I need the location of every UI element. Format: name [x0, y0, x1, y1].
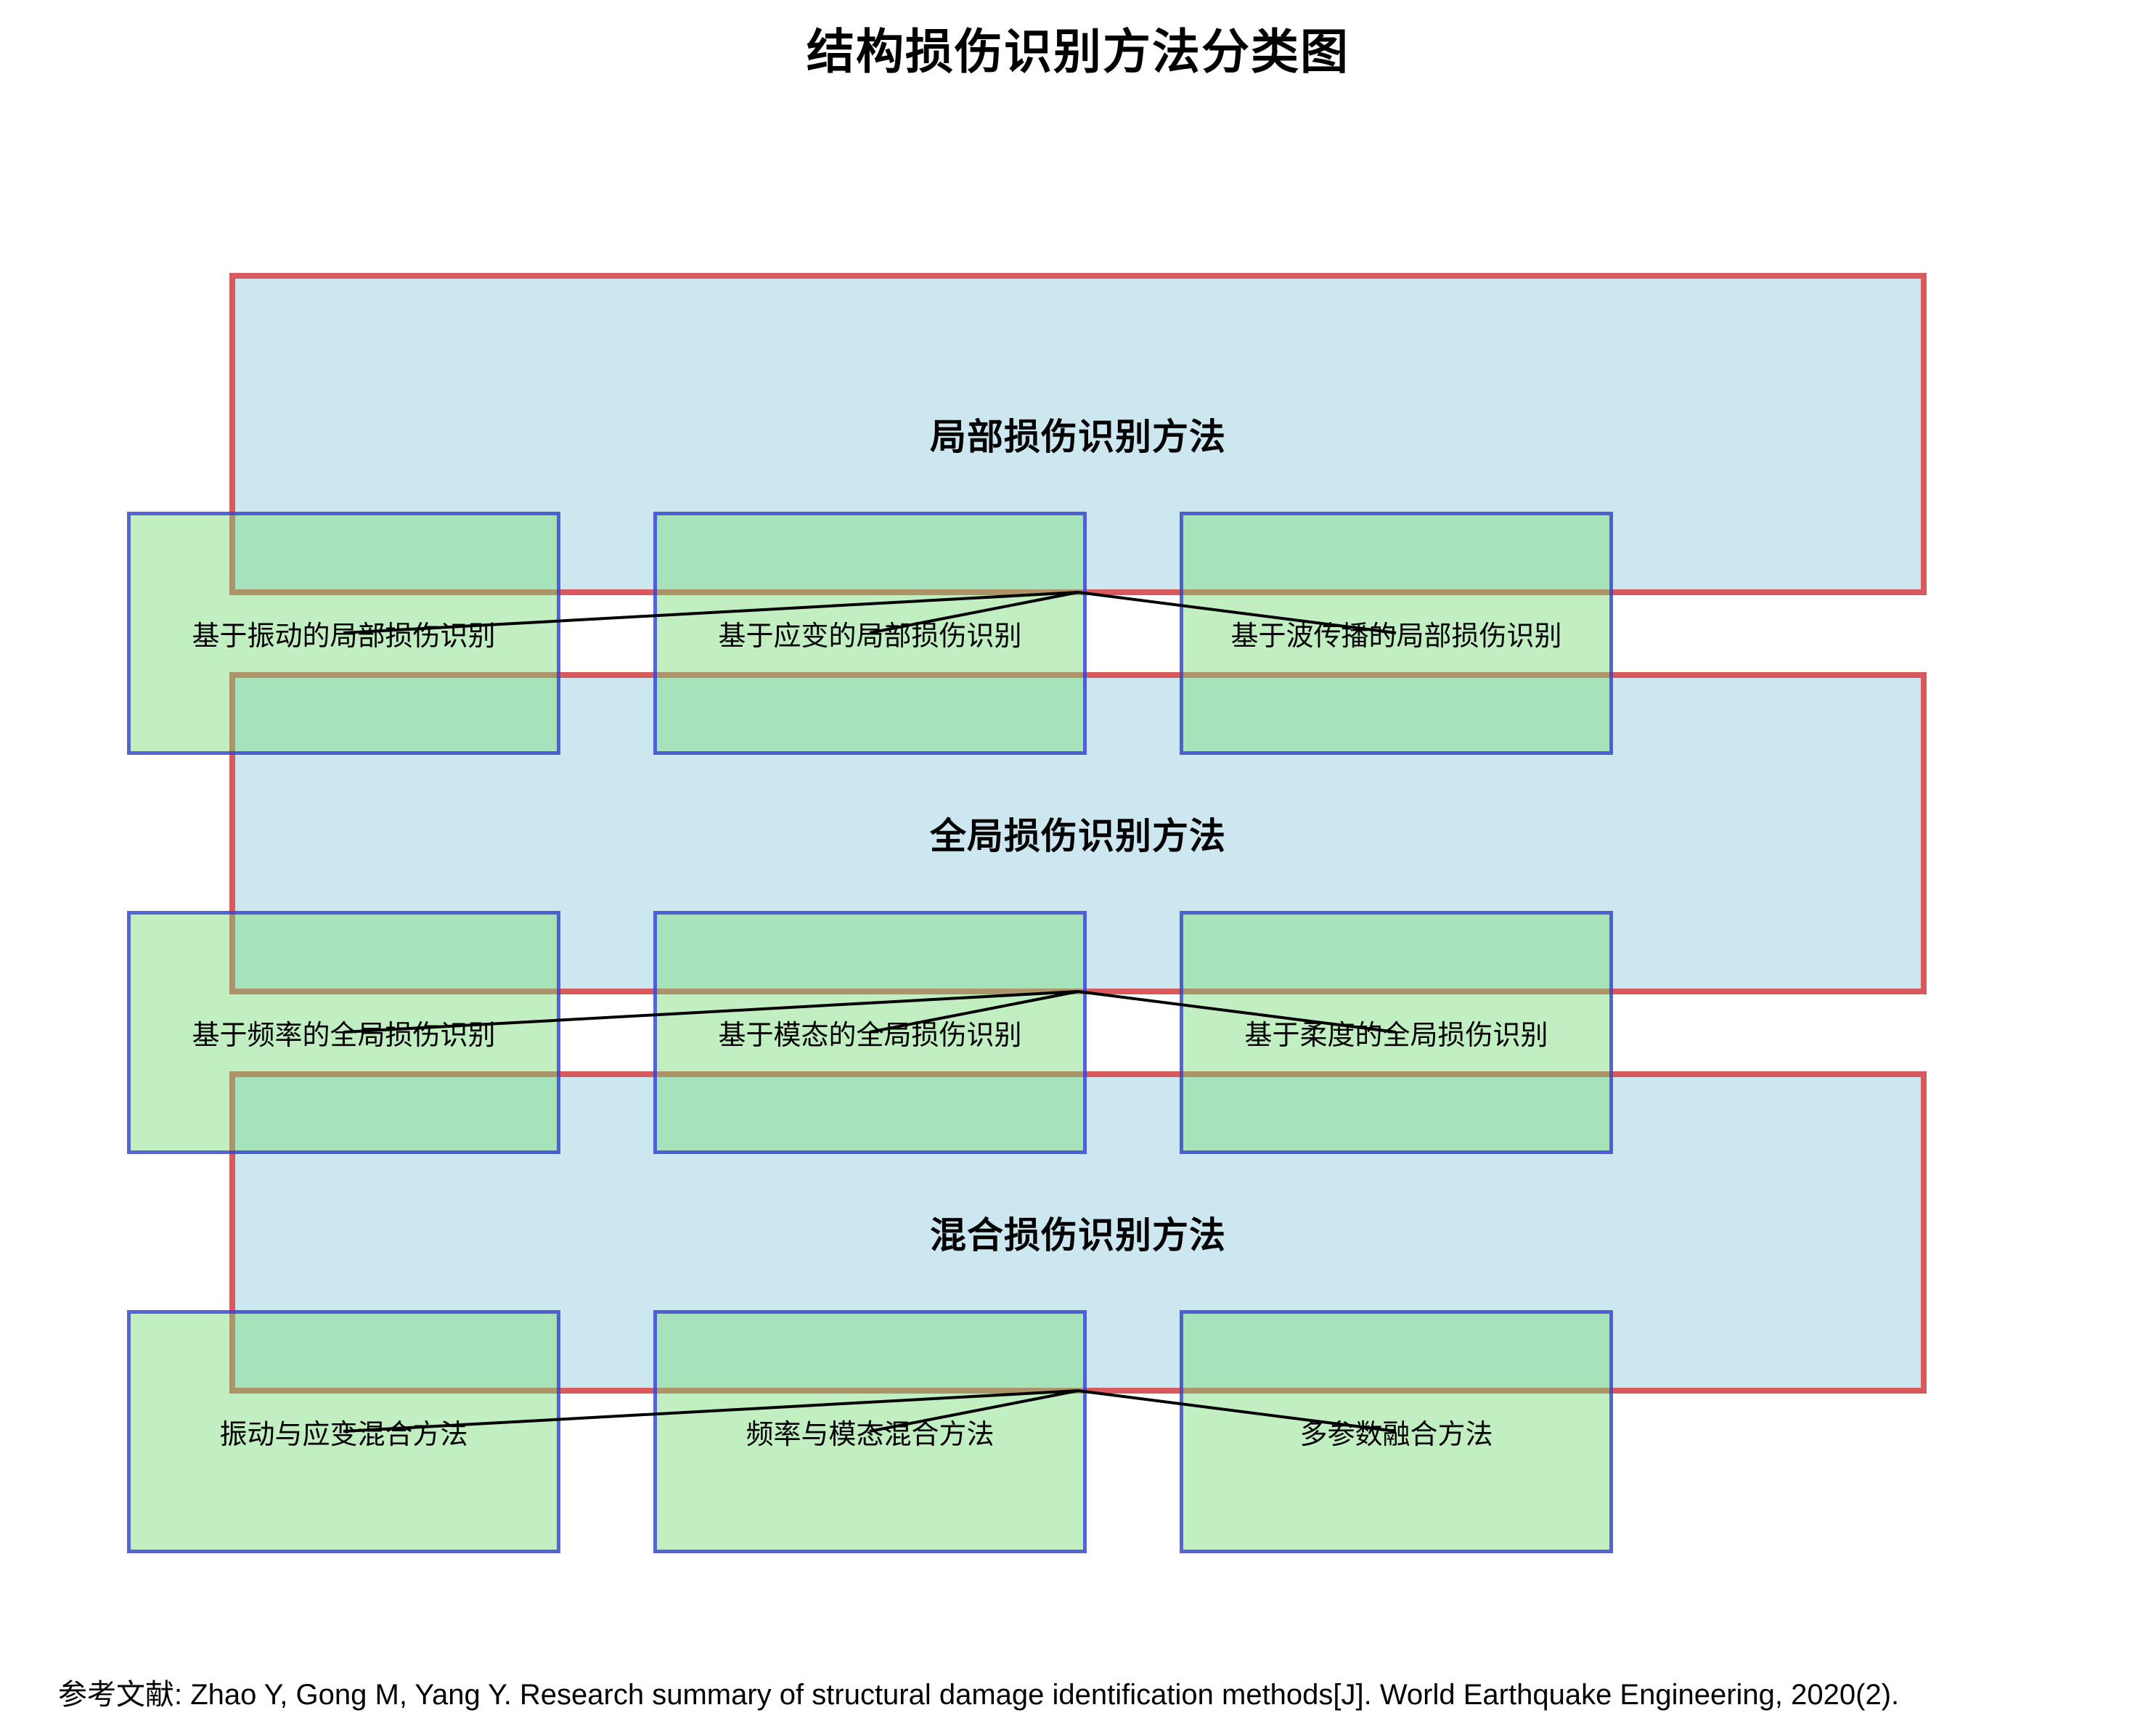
method-label: 基于波传播的局部损伤识别: [1230, 621, 1562, 652]
method-label: 基于频率的全局损伤识别: [192, 1021, 496, 1051]
method-box: 基于波传播的局部损伤识别: [1180, 512, 1613, 755]
method-box: 频率与模态混合方法: [653, 1310, 1087, 1553]
method-label: 基于应变的局部损伤识别: [718, 621, 1022, 652]
method-box: 基于振动的局部损伤识别: [127, 512, 560, 755]
method-box: 基于柔度的全局损伤识别: [1180, 911, 1613, 1154]
method-label: 振动与应变混合方法: [219, 1420, 468, 1450]
method-box: 基于应变的局部损伤识别: [653, 512, 1087, 755]
method-label: 基于振动的局部损伤识别: [192, 621, 496, 652]
method-box: 多参数融合方法: [1180, 1310, 1613, 1553]
category-label: 混合损伤识别方法: [930, 1215, 1226, 1256]
category-box-hybrid: 混合损伤识别方法: [229, 1071, 1927, 1394]
category-label: 全局损伤识别方法: [930, 816, 1226, 856]
method-box: 基于频率的全局损伤识别: [127, 911, 560, 1154]
category-box-local: 局部损伤识别方法: [229, 273, 1927, 595]
method-label: 多参数融合方法: [1299, 1420, 1493, 1450]
method-label: 基于柔度的全局损伤识别: [1244, 1021, 1548, 1051]
method-box: 振动与应变混合方法: [127, 1310, 560, 1553]
method-label: 基于模态的全局损伤识别: [718, 1021, 1022, 1051]
method-box: 基于模态的全局损伤识别: [653, 911, 1087, 1154]
category-label: 局部损伤识别方法: [930, 417, 1226, 457]
method-label: 频率与模态混合方法: [746, 1420, 995, 1450]
diagram-title: 结构损伤识别方法分类图: [807, 25, 1349, 78]
reference-text: 参考文献: Zhao Y, Gong M, Yang Y. Research s…: [58, 1679, 1900, 1711]
